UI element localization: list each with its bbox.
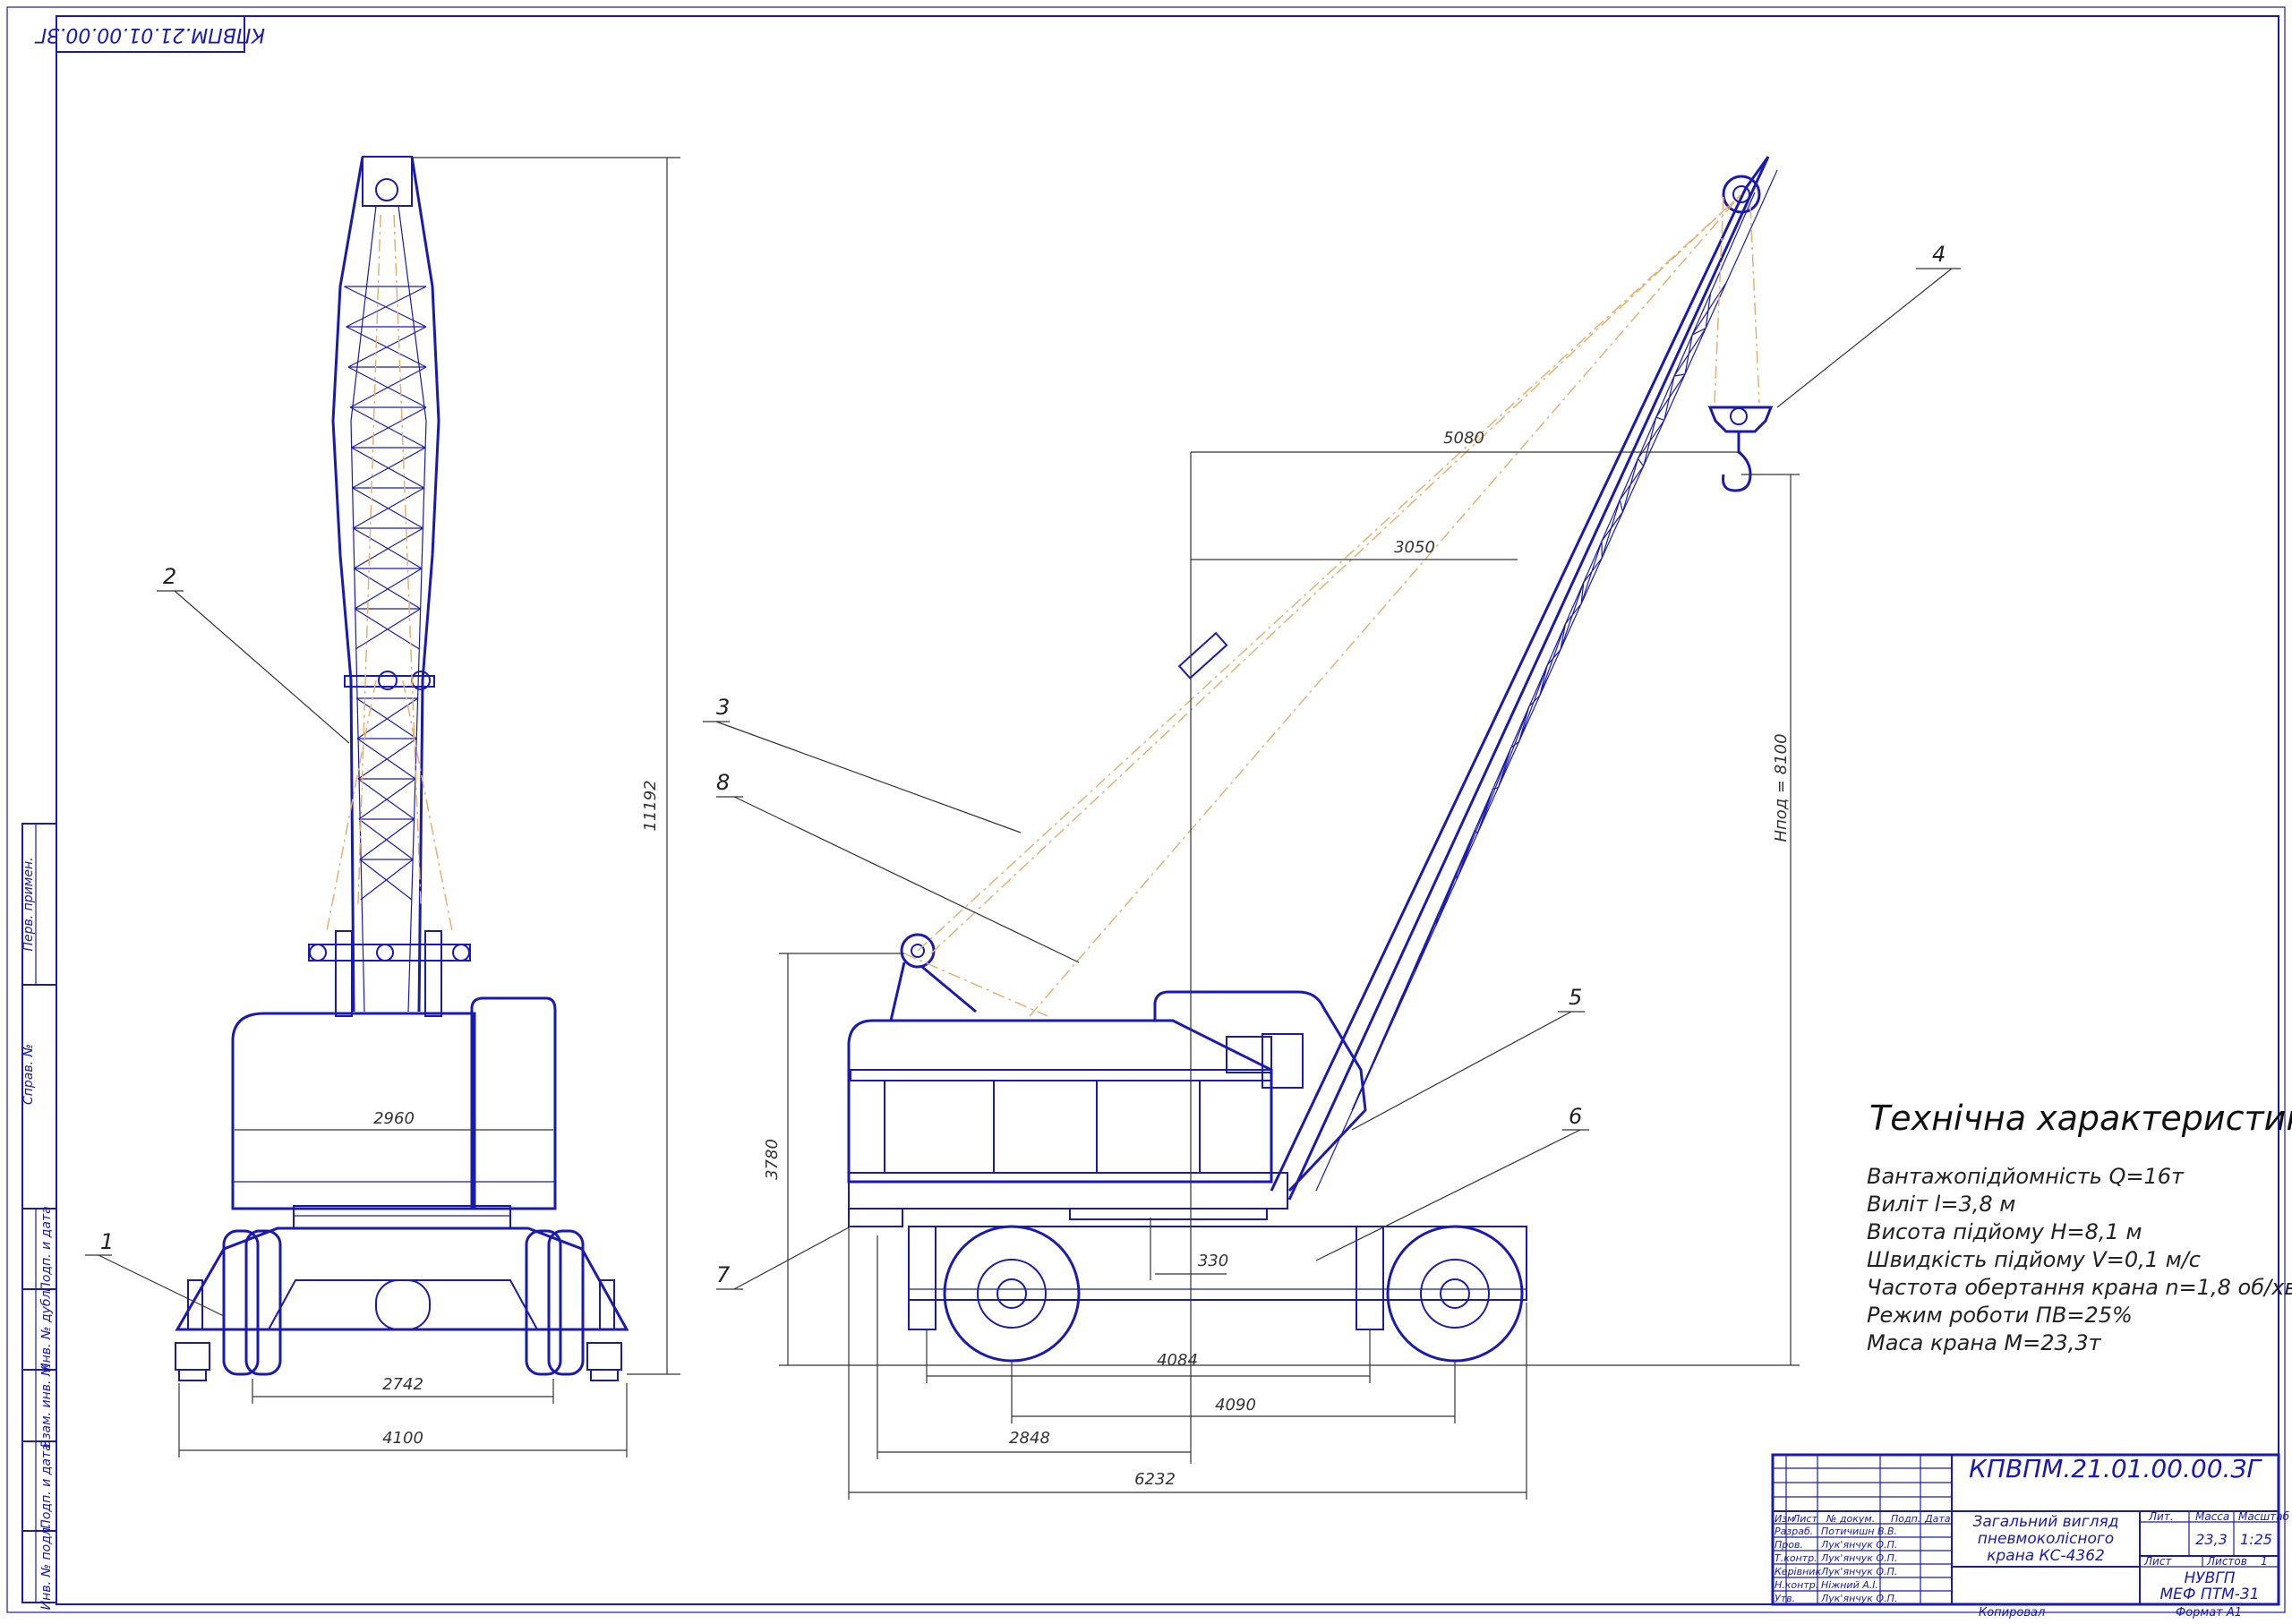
copied-label: Копировал (1979, 1606, 2045, 1620)
dim-length: 6232 (1134, 1470, 1176, 1489)
tb-name-3: Лук'янчук О.П. (1820, 1566, 1897, 1577)
tb-code: КПВПМ.21.01.00.00.ЗГ (1969, 1454, 2262, 1483)
dim-l2: 4090 (1215, 1396, 1256, 1415)
stamp-1: Справ. № (21, 1044, 36, 1105)
spec-line-1: Виліт l=3,8 м (1867, 1192, 2015, 1217)
side-view (849, 157, 1777, 1361)
tb-org-0: НУВГП (2184, 1569, 2235, 1587)
format-label: Формат А1 (2176, 1606, 2242, 1620)
dim-width: 4100 (382, 1429, 423, 1448)
spec-line-0: Вантажопідйомність Q=16т (1867, 1164, 2185, 1189)
front-view-dimensions: 11192 2960 2742 4100 (179, 158, 680, 1457)
dim-reach-top: 5080 (1443, 429, 1484, 448)
spec-line-5: Режим роботи ПВ=25% (1867, 1303, 2133, 1328)
dim-pivot-height: 3780 (763, 1139, 782, 1180)
spec-title: Технічна характеристика (1869, 1098, 2292, 1138)
stamp-0: Перв. примен. (21, 857, 36, 951)
tb-role-2: Т.контр. (1775, 1552, 1817, 1564)
tb-role-3: Керівник (1775, 1566, 1821, 1577)
tb-scale-label: Масштаб (2238, 1510, 2290, 1523)
tb-name-5: Лук'янчук О.П. (1820, 1593, 1897, 1604)
tb-name-line-0: Загальний вигляд (1972, 1513, 2118, 1531)
tb-name-0: Потичишн В.В. (1821, 1526, 1897, 1537)
stamp-6: Инв. № подл. (39, 1524, 54, 1611)
callout-5: 5 (1569, 985, 1582, 1010)
tb-role-5: Утв. (1775, 1593, 1795, 1604)
title-block: Изм Лист № докум. Подп. Дата Разраб. Пот… (1773, 1454, 2290, 1604)
dim-reach-mid: 3050 (1394, 538, 1435, 557)
tb-name-line-1: пневмоколісного (1978, 1530, 2114, 1548)
tb-role-4: Н.контр. (1775, 1579, 1818, 1591)
specifications: Технічна характеристика Вантажопідйомніс… (1867, 1098, 2292, 1355)
callout-1: 1 (100, 1229, 114, 1254)
callout-7: 7 (716, 1262, 731, 1287)
dim-offset: 330 (1198, 1252, 1228, 1270)
tb-role-0: Разраб. (1775, 1526, 1813, 1537)
tb-name-4: Ніжний А.І. (1821, 1579, 1878, 1591)
tb-h4: Дата (1924, 1513, 1951, 1525)
spec-line-3: Швидкість підйому V=0,1 м/с (1867, 1247, 2201, 1272)
callout-6: 6 (1569, 1104, 1582, 1129)
dim-l3: 2848 (1009, 1429, 1050, 1448)
tb-name-1: Лук'янчук О.П. (1820, 1539, 1897, 1551)
tb-role-1: Пров. (1775, 1539, 1803, 1551)
stamp-4: Взам. инв. № (39, 1363, 54, 1448)
dim-lift: Hпод = 8100 (1772, 733, 1791, 842)
spec-line-2: Висота підйому H=8,1 м (1867, 1219, 2142, 1244)
stamp-2: Подп. и дата (39, 1206, 54, 1291)
tb-sheet-label: Лист (2143, 1555, 2172, 1568)
dim-height: 11192 (641, 780, 660, 831)
dim-l1: 4084 (1157, 1351, 1198, 1370)
stamp-3: Инв. № дубл. (39, 1286, 54, 1372)
tb-h2: № докум. (1826, 1513, 1875, 1525)
tb-sheets: 1 (2261, 1555, 2268, 1568)
side-stamp: Перв. примен. Справ. № Подп. и дата Инв.… (21, 824, 56, 1610)
stamp-5: Подп. и дата (39, 1443, 54, 1528)
callout-4: 4 (1932, 242, 1946, 267)
tb-h3: Подп. (1891, 1513, 1920, 1525)
front-view (175, 157, 627, 1380)
side-view-dimensions: 5080 3050 3780 Hпод = 8100 330 4084 4090… (763, 429, 1800, 1500)
tb-name-2: Лук'янчук О.П. (1820, 1552, 1897, 1564)
dim-cab-width: 2960 (373, 1109, 415, 1128)
tb-scale: 1:25 (2240, 1531, 2272, 1548)
dim-track: 2742 (382, 1375, 423, 1394)
spec-line-6: Маса крана M=23,3т (1867, 1330, 2102, 1355)
spec-line-4: Частота обертання крана n=1,8 об/хв (1867, 1275, 2292, 1300)
tb-mass: 23,3 (2195, 1531, 2228, 1548)
tb-sheets-label: Листов (2206, 1555, 2247, 1568)
tb-org-1: МЕФ ПТМ-31 (2159, 1586, 2259, 1603)
callout-2: 2 (163, 564, 176, 589)
tb-mass-label: Масса (2195, 1510, 2229, 1523)
tb-lit-label: Лит. (2148, 1510, 2174, 1523)
callout-3: 3 (716, 695, 730, 720)
callout-8: 8 (716, 770, 730, 795)
rotated-code: КПВПМ.21.01.00.00.ЗГ (34, 23, 265, 46)
tb-name-line-2: крана КС-4362 (1987, 1547, 2105, 1565)
tb-h1: Лист (1792, 1513, 1817, 1525)
